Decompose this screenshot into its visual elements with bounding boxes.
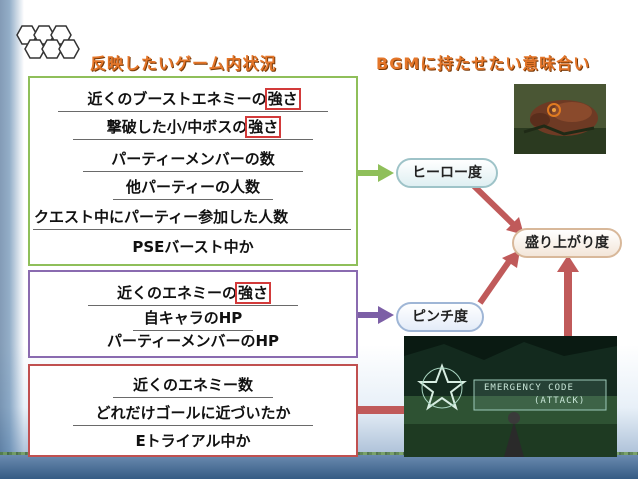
hero-row-5: クエスト中にパーティー参加した人数 (33, 206, 356, 230)
pinch-row-2: 自キャラのHP (30, 307, 356, 331)
goal-row-2: どれだけゴールに近づいたか (30, 402, 356, 426)
right-section-title: BGMに持たせたい意味合い (376, 54, 591, 73)
hud-attack-label: (ATTACK) (534, 396, 586, 406)
hero-row-4: 他パーティーの人数 (30, 176, 356, 200)
strength-highlight: 強さ (234, 282, 272, 304)
hero-row-3: パーティーメンバーの数 (30, 148, 356, 172)
hero-row-2: 撃破した小/中ボスの強さ (30, 116, 356, 140)
excitement-degree-node: 盛り上がり度 (512, 228, 622, 258)
bottom-sky-strip (0, 455, 638, 479)
hero-factor-box: 近くのブーストエネミーの強さ 撃破した小/中ボスの強さ パーティーメンバーの数 … (28, 76, 358, 266)
game-scene-illustration (404, 336, 617, 457)
pinch-degree-node: ピンチ度 (396, 302, 484, 332)
slide-left-edge (0, 0, 24, 479)
left-section-title: 反映したいゲーム内状況 (90, 54, 277, 73)
arrow-pinch-to-result-head (502, 250, 520, 268)
monster-screenshot-image (514, 84, 606, 154)
strength-highlight: 強さ (245, 116, 282, 138)
pinch-row-1: 近くのエネミーの強さ (30, 282, 356, 306)
goal-factor-box: 近くのエネミー数 どれだけゴールに近づいたか Eトライアル中か (28, 364, 358, 457)
arrow-hero-input-head (378, 164, 394, 182)
hero-row-6: PSEバースト中か (132, 238, 254, 256)
strength-highlight: 強さ (264, 88, 301, 110)
pinch-row-3: パーティーメンバーのHP (106, 332, 280, 350)
goal-row-3: Eトライアル中か (135, 432, 251, 450)
arrow-pinch-to-result (477, 258, 513, 305)
arrow-hero-to-result (471, 183, 516, 227)
game-screenshot-image: EMERGENCY CODE (ATTACK) (404, 336, 617, 457)
hero-degree-node: ヒーロー度 (396, 158, 498, 188)
goal-row-1: 近くのエネミー数 (30, 374, 356, 398)
hud-emergency-code: EMERGENCY CODE (484, 383, 574, 393)
monster-illustration (514, 84, 606, 154)
hero-row-1: 近くのブーストエネミーの強さ (30, 88, 356, 112)
hexagon-logo-icon (16, 25, 80, 59)
pinch-factor-box: 近くのエネミーの強さ 自キャラのHP パーティーメンバーのHP (28, 270, 358, 358)
arrow-pinch-input-head (378, 306, 394, 324)
arrow-goal-to-result-head (557, 255, 579, 272)
